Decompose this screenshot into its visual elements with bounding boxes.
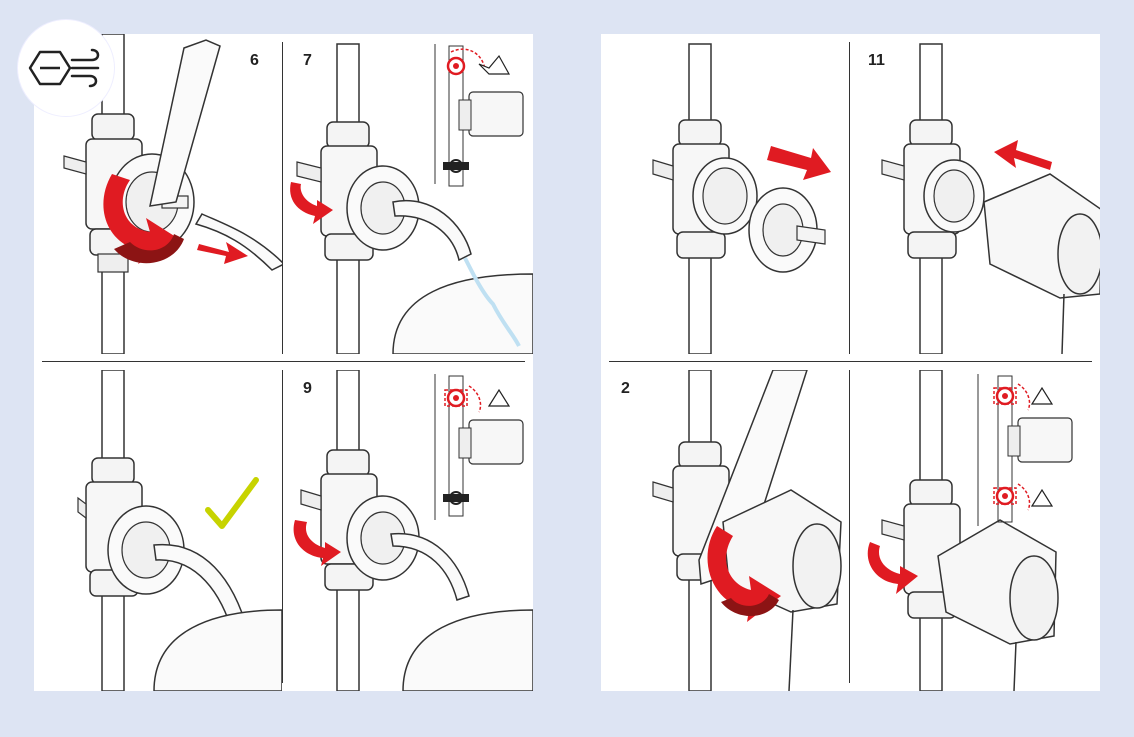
final-illustration <box>850 370 1100 691</box>
step-number-11: 11 <box>868 52 885 70</box>
row-divider <box>42 361 525 362</box>
warning-triangle-icon <box>1032 388 1052 404</box>
valve-vent-badge <box>18 20 114 116</box>
check-illustration <box>34 370 282 691</box>
warning-triangle-icon <box>1032 490 1052 506</box>
panel-step-7: 7 <box>283 34 533 354</box>
step-7-illustration <box>283 34 533 354</box>
panel-remove-cap <box>601 34 849 354</box>
step-9-illustration <box>283 370 533 691</box>
step-number-2: 2 <box>621 380 630 398</box>
panel-step-2: 2 <box>601 370 849 691</box>
valve-vent-badge-icon <box>18 20 114 116</box>
push-arrow-red <box>197 242 248 264</box>
row-divider <box>609 361 1092 362</box>
panel-step-11: 11 <box>850 34 1100 354</box>
step-number-9: 9 <box>303 380 312 398</box>
right-instruction-sheet: 11 2 <box>601 34 1100 691</box>
remove-cap-illustration <box>601 34 849 354</box>
warning-triangle-icon <box>489 390 509 406</box>
panel-check <box>34 370 282 691</box>
pump-icon <box>469 92 523 136</box>
panel-final <box>850 370 1100 691</box>
pull-arrow-red <box>767 146 831 180</box>
check-mark-icon <box>208 480 256 526</box>
push-arrow-red <box>994 140 1052 170</box>
step-2-illustration <box>601 370 849 691</box>
step-number-7: 7 <box>303 52 312 70</box>
left-instruction-sheet: 6 7 <box>34 34 533 691</box>
step-number-6: 6 <box>250 52 259 70</box>
step-11-illustration <box>850 34 1100 354</box>
panel-step-9: 9 <box>283 370 533 691</box>
